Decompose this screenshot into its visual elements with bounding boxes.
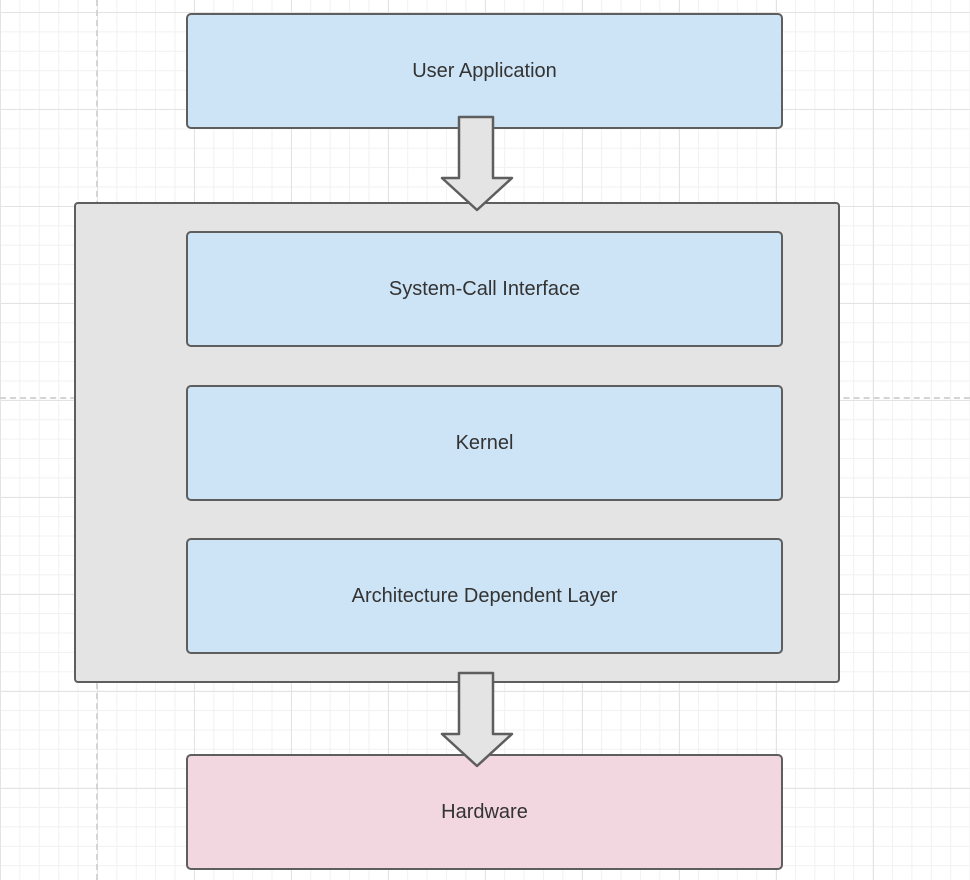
user-application-box[interactable]: User Application bbox=[186, 13, 783, 129]
system-call-interface-label: System-Call Interface bbox=[388, 277, 581, 300]
user-application-label: User Application bbox=[412, 59, 557, 82]
kernel-label: Kernel bbox=[455, 431, 514, 454]
system-call-interface-box[interactable]: System-Call Interface bbox=[186, 231, 783, 347]
hardware-label: Hardware bbox=[441, 800, 528, 823]
kernel-box[interactable]: Kernel bbox=[186, 385, 783, 501]
architecture-dependent-layer-label: Architecture Dependent Layer bbox=[351, 584, 618, 607]
architecture-dependent-layer-box[interactable]: Architecture Dependent Layer bbox=[186, 538, 783, 654]
arrow-user-to-os[interactable] bbox=[438, 114, 516, 214]
arrow-os-to-hardware[interactable] bbox=[438, 670, 516, 770]
hardware-box[interactable]: Hardware bbox=[186, 754, 783, 870]
